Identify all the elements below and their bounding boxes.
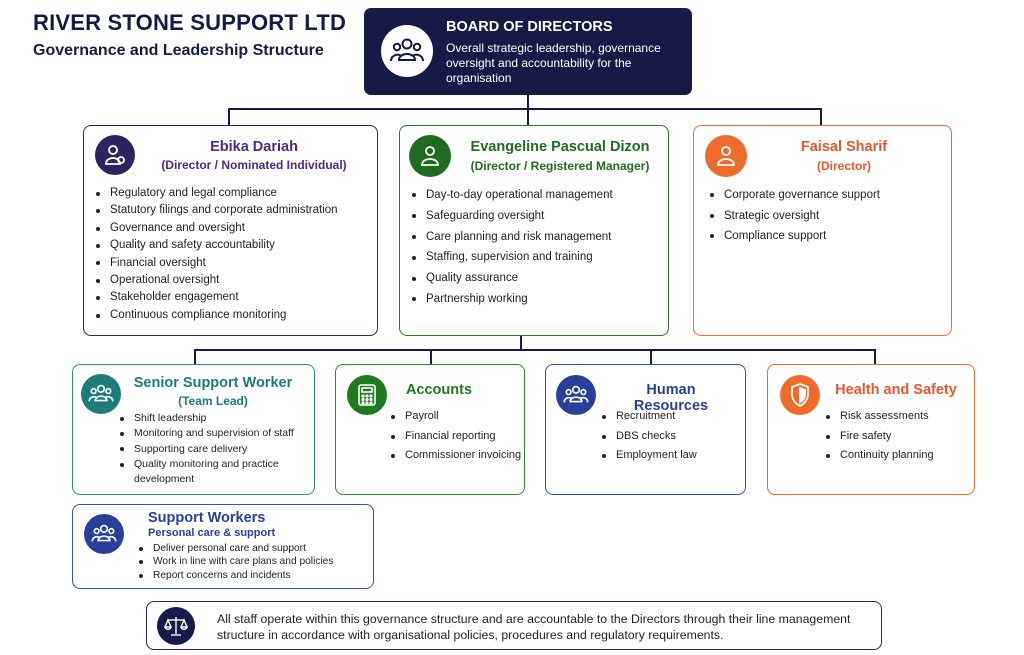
list-item: Safeguarding oversight [412, 206, 613, 227]
list-item: Continuous compliance monitoring [96, 307, 338, 324]
connector-lower-horizontal [194, 349, 876, 351]
board-description: Overall strategic leadership, governance… [446, 41, 661, 85]
connector-board-down [527, 95, 529, 109]
team-card-support-workers: Support Workers Personal care & support … [72, 504, 374, 589]
list-item: Commissioner invoicing [391, 446, 521, 466]
user-icon [705, 135, 747, 177]
director-name: Faisal Sharif [800, 139, 888, 155]
director-role: (Director / Nominated Individual) [161, 158, 347, 172]
list-item: Continuity planning [826, 446, 934, 466]
connector-to-hs [874, 349, 876, 364]
list-item: Regulatory and legal compliance [96, 185, 338, 202]
list-item: Supporting care delivery [120, 442, 310, 457]
list-item: Statutory filings and corporate administ… [96, 202, 338, 219]
list-item: Fire safety [826, 427, 934, 447]
list-item: Employment law [602, 446, 697, 466]
team-card-senior-support-worker: Senior Support Worker (Team Lead) Shift … [72, 364, 315, 495]
list-item: Staffing, supervision and training [412, 247, 613, 268]
team-card-accounts: Accounts Payroll Financial reporting Com… [335, 364, 525, 495]
list-item: Financial reporting [391, 427, 521, 447]
support-worker-duties: Deliver personal care and support Work i… [139, 542, 333, 582]
people-group-icon [556, 375, 596, 415]
list-item: DBS checks [602, 427, 697, 447]
accountability-footer: All staff operate within this governance… [146, 601, 882, 650]
shield-icon [780, 375, 820, 415]
list-item: Compliance support [710, 226, 880, 247]
team-name: Health and Safety [835, 382, 957, 398]
list-item: Shift leadership [120, 411, 310, 426]
evangeline-responsibilities: Day-to-day operational management Safegu… [412, 185, 613, 310]
director-name: Ebika Dariah [210, 139, 298, 155]
people-group-icon [381, 25, 433, 77]
team-role: (Team Lead) [178, 394, 248, 408]
calculator-icon [347, 375, 387, 415]
connector-to-faisal [820, 108, 822, 125]
list-item: Risk assessments [826, 407, 934, 427]
director-role: (Director) [816, 159, 871, 173]
hr-duties: Recruitment DBS checks Employment law [602, 407, 697, 466]
board-title: BOARD OF DIRECTORS [446, 19, 613, 35]
company-name: RIVER STONE SUPPORT LTD [33, 10, 347, 35]
connector-manager-down [520, 336, 522, 350]
list-item: Work in line with care plans and policie… [139, 555, 333, 568]
board-of-directors-card: BOARD OF DIRECTORS Overall strategic lea… [364, 8, 692, 95]
connector-to-accounts [430, 349, 432, 364]
connector-to-evangeline [527, 108, 529, 125]
connector-to-hr [650, 349, 652, 364]
connector-top-horizontal [228, 108, 822, 110]
list-item: Quality monitoring and practice developm… [120, 457, 310, 488]
chart-subtitle: Governance and Leadership Structure [33, 42, 324, 59]
ebika-responsibilities: Regulatory and legal compliance Statutor… [96, 185, 338, 324]
people-group-icon [84, 514, 124, 554]
list-item: Monitoring and supervision of staff [120, 426, 310, 441]
list-item: Partnership working [412, 289, 613, 310]
director-card-evangeline: Evangeline Pascual Dizon (Director / Reg… [399, 125, 669, 336]
list-item: Governance and oversight [96, 220, 338, 237]
list-item: Report concerns and incidents [139, 569, 333, 582]
user-with-badge-icon [95, 135, 135, 175]
list-item: Strategic oversight [710, 206, 880, 227]
list-item: Recruitment [602, 407, 697, 427]
list-item: Quality and safety accountability [96, 237, 338, 254]
director-name: Evangeline Pascual Dizon [470, 139, 650, 155]
list-item: Quality assurance [412, 268, 613, 289]
senior-support-duties: Shift leadership Monitoring and supervis… [120, 411, 310, 487]
team-card-human-resources: Human Resources Recruitment DBS checks E… [545, 364, 746, 495]
list-item: Corporate governance support [710, 185, 880, 206]
director-role: (Director / Registered Manager) [470, 159, 650, 173]
user-icon [409, 135, 451, 177]
team-card-health-and-safety: Health and Safety Risk assessments Fire … [767, 364, 975, 495]
connector-to-ebika [228, 108, 230, 125]
team-role: Personal care & support [148, 527, 276, 539]
list-item: Day-to-day operational management [412, 185, 613, 206]
accounts-duties: Payroll Financial reporting Commissioner… [391, 407, 521, 466]
scales-icon [157, 607, 195, 645]
team-name: Accounts [405, 382, 473, 398]
list-item: Deliver personal care and support [139, 542, 333, 555]
footer-text: All staff operate within this governance… [217, 612, 851, 642]
team-name: Senior Support Worker [133, 375, 293, 391]
people-group-icon [81, 374, 121, 414]
director-card-faisal: Faisal Sharif (Director) Corporate gover… [693, 125, 952, 336]
director-card-ebika: Ebika Dariah (Director / Nominated Indiv… [83, 125, 378, 336]
faisal-responsibilities: Corporate governance support Strategic o… [710, 185, 880, 247]
list-item: Stakeholder engagement [96, 289, 338, 306]
team-name: Human Resources [633, 382, 709, 414]
connector-to-senior [194, 349, 196, 364]
team-name: Support Workers [148, 510, 266, 526]
list-item: Financial oversight [96, 255, 338, 272]
list-item: Care planning and risk management [412, 227, 613, 248]
list-item: Payroll [391, 407, 521, 427]
list-item: Operational oversight [96, 272, 338, 289]
health-safety-duties: Risk assessments Fire safety Continuity … [826, 407, 934, 466]
